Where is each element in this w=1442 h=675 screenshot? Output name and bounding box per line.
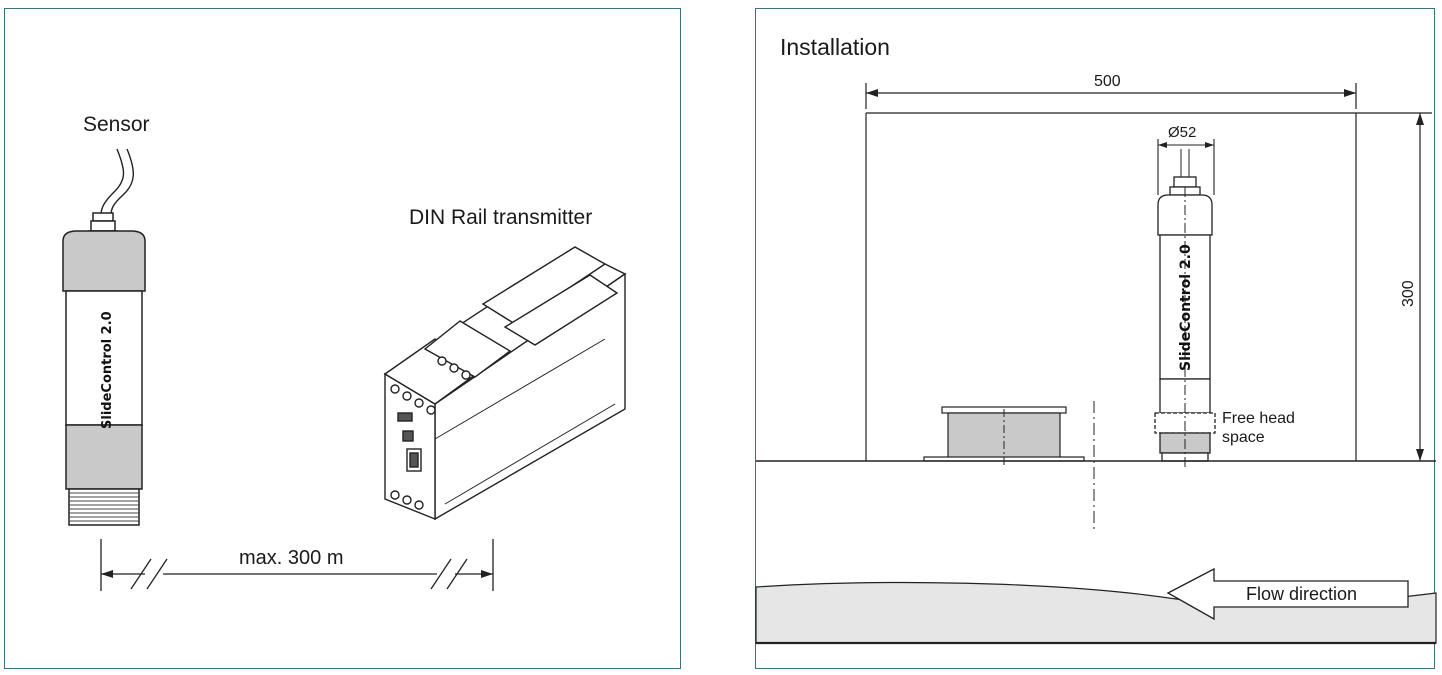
free-head-label-line2: space xyxy=(1222,429,1265,446)
distance-label: max. 300 m xyxy=(239,547,343,569)
dim-arrow-right xyxy=(481,570,493,578)
height-dim-label: 300 xyxy=(1400,280,1417,307)
width-dim-label: 500 xyxy=(1094,73,1121,90)
left-diagram: Sensor xyxy=(62,113,627,591)
sensor-label: Sensor xyxy=(83,113,150,136)
diameter-arrow-right xyxy=(1205,142,1214,148)
installation-title: Installation xyxy=(780,34,890,60)
left-panel: Sensor xyxy=(4,8,681,669)
width-dimension xyxy=(865,83,1357,109)
right-panel: Installation 500 300 Ø52 xyxy=(755,8,1437,669)
height-arrow-top xyxy=(1416,113,1424,125)
sensor-brand-text: SlideControl 2.0 xyxy=(100,311,115,429)
installed-sensor-drawing xyxy=(1154,149,1216,469)
mounting-flange-drawing xyxy=(923,406,1085,465)
flow-direction-label: Flow direction xyxy=(1246,584,1357,604)
sensor-cable xyxy=(100,148,134,216)
dim-arrow-left xyxy=(101,570,113,578)
installation-frame xyxy=(865,112,1432,461)
free-head-label-line1: Free head xyxy=(1222,410,1295,427)
flow-direction-arrow xyxy=(1166,567,1409,621)
diameter-arrow-left xyxy=(1158,142,1167,148)
diameter-dimension xyxy=(1157,139,1215,195)
height-arrow-bottom xyxy=(1416,449,1424,461)
width-arrow-right xyxy=(1344,89,1356,97)
transmitter-label: DIN Rail transmitter xyxy=(409,206,592,229)
diameter-dim-label: Ø52 xyxy=(1168,124,1196,141)
din-rail-transmitter-drawing xyxy=(383,246,627,521)
installation-diagram: Installation 500 300 Ø52 xyxy=(755,34,1437,645)
installed-sensor-brand-text: SlideControl 2.0 xyxy=(1178,244,1194,371)
sensor-drawing xyxy=(62,212,146,526)
width-arrow-left xyxy=(866,89,878,97)
